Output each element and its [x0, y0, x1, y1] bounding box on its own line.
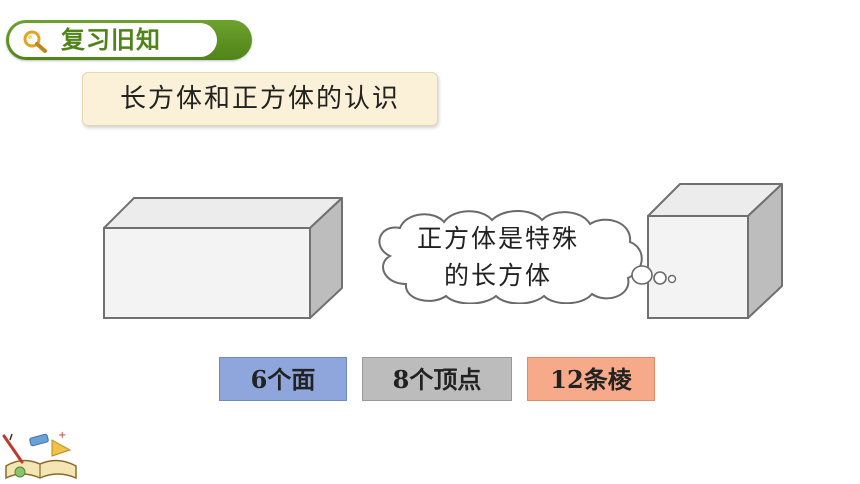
topic-box: 长方体和正方体的认识: [82, 72, 438, 126]
topic-title: 长方体和正方体的认识: [119, 84, 400, 114]
section-header: 复习旧知: [6, 20, 252, 60]
fact-faces: 6个面: [219, 357, 347, 401]
svg-text:+: +: [58, 430, 66, 441]
cube-figure: [647, 183, 783, 319]
fact-edges: 12条棱: [527, 357, 655, 401]
math-tools-icon: +: [2, 430, 77, 480]
thought-line-1: 正方体是特殊: [416, 224, 579, 253]
cuboid-figure: [103, 197, 343, 319]
section-header-inner: 复习旧知: [9, 23, 217, 57]
magnifier-icon: [23, 30, 47, 53]
section-title: 复习旧知: [61, 26, 161, 54]
thought-line-2: 的长方体: [443, 261, 552, 290]
fact-vertices: 8个顶点: [362, 357, 512, 401]
thought-bubble-text: 正方体是特殊 的长方体: [384, 220, 612, 294]
thought-bubble: [378, 210, 677, 304]
